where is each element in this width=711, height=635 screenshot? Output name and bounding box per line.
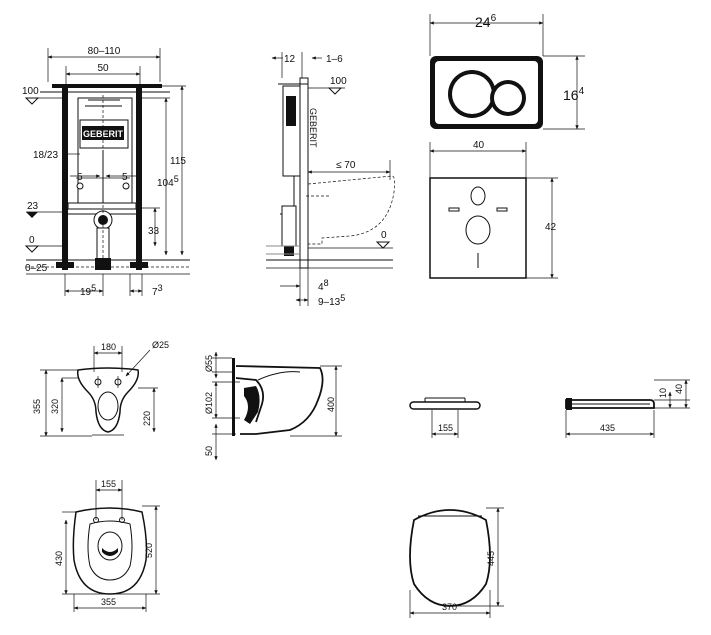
dim-445: 445 — [486, 551, 496, 566]
dim-355-front: 355 — [32, 399, 42, 414]
dim-18-23: 18/23 — [33, 150, 58, 161]
brand-logo-text: GEBERIT — [83, 129, 124, 139]
level-100: 100 — [22, 86, 39, 97]
dim-d55: Ø55 — [204, 355, 214, 372]
dim-1-6: 1–6 — [326, 54, 343, 65]
bowl-front-view: 180 Ø25 355 320 220 — [32, 340, 169, 437]
level-100-side: 100 — [330, 76, 347, 87]
seat-side-view: 435 10 40 — [565, 379, 690, 438]
bowl-top-view: 155 430 520 355 — [54, 479, 160, 612]
dim-320: 320 — [50, 399, 60, 414]
dim-430: 430 — [54, 551, 64, 566]
dim-400: 400 — [326, 397, 336, 412]
dim-9-13-5: 9–135 — [318, 293, 345, 308]
dim-50: 50 — [97, 63, 109, 74]
level-23: 23 — [27, 201, 39, 212]
dim-80-110: 80–110 — [88, 46, 121, 57]
dim-24-6: 246 — [475, 13, 497, 30]
frame-side-view: 12 1–6 GEBERIT 100 ≤ 70 0 — [266, 52, 396, 308]
dim-10: 10 — [658, 388, 668, 398]
frame-front-view: 80–110 50 GEBERIT — [22, 46, 190, 298]
dim-5-left: 5 — [77, 172, 83, 183]
dim-33: 33 — [148, 226, 160, 237]
seat-top-view: 445 370 — [409, 507, 504, 618]
seat-front-view: 155 — [409, 397, 481, 438]
dim-12: 12 — [284, 54, 296, 65]
dim-220: 220 — [142, 411, 152, 426]
dim-7-3: 73 — [152, 283, 163, 298]
dim-40: 40 — [473, 140, 485, 151]
level-0-side: 0 — [381, 230, 387, 241]
dim-4-8: 48 — [318, 278, 329, 293]
dim-40-seat: 40 — [674, 384, 684, 394]
level-0: 0 — [29, 235, 35, 246]
dim-5-right: 5 — [122, 172, 128, 183]
dim-115: 115 — [170, 156, 186, 167]
dim-42: 42 — [545, 222, 557, 233]
dim-155-seat: 155 — [438, 423, 453, 433]
cover-plate-view: 40 42 — [429, 140, 558, 279]
dim-16-4: 164 — [563, 86, 585, 103]
dim-d25: Ø25 — [152, 340, 169, 350]
dim-19-5: 195 — [80, 283, 96, 298]
dim-d102: Ø102 — [204, 392, 214, 414]
dim-370: 370 — [442, 602, 457, 612]
flush-plate-view: 246 164 — [429, 13, 585, 130]
dim-355-top: 355 — [101, 597, 116, 607]
brand-side-text: GEBERIT — [308, 108, 318, 148]
dim-520: 520 — [144, 543, 154, 558]
bowl-side-view: Ø55 Ø102 50 400 — [204, 351, 342, 461]
level-0-25: 0–25 — [25, 263, 48, 274]
dim-435: 435 — [600, 423, 615, 433]
dim-le-70: ≤ 70 — [336, 160, 356, 171]
dim-50: 50 — [204, 446, 214, 456]
dim-104-5: 1045 — [157, 174, 179, 189]
dim-155-top: 155 — [101, 479, 116, 489]
dim-180: 180 — [101, 342, 116, 352]
